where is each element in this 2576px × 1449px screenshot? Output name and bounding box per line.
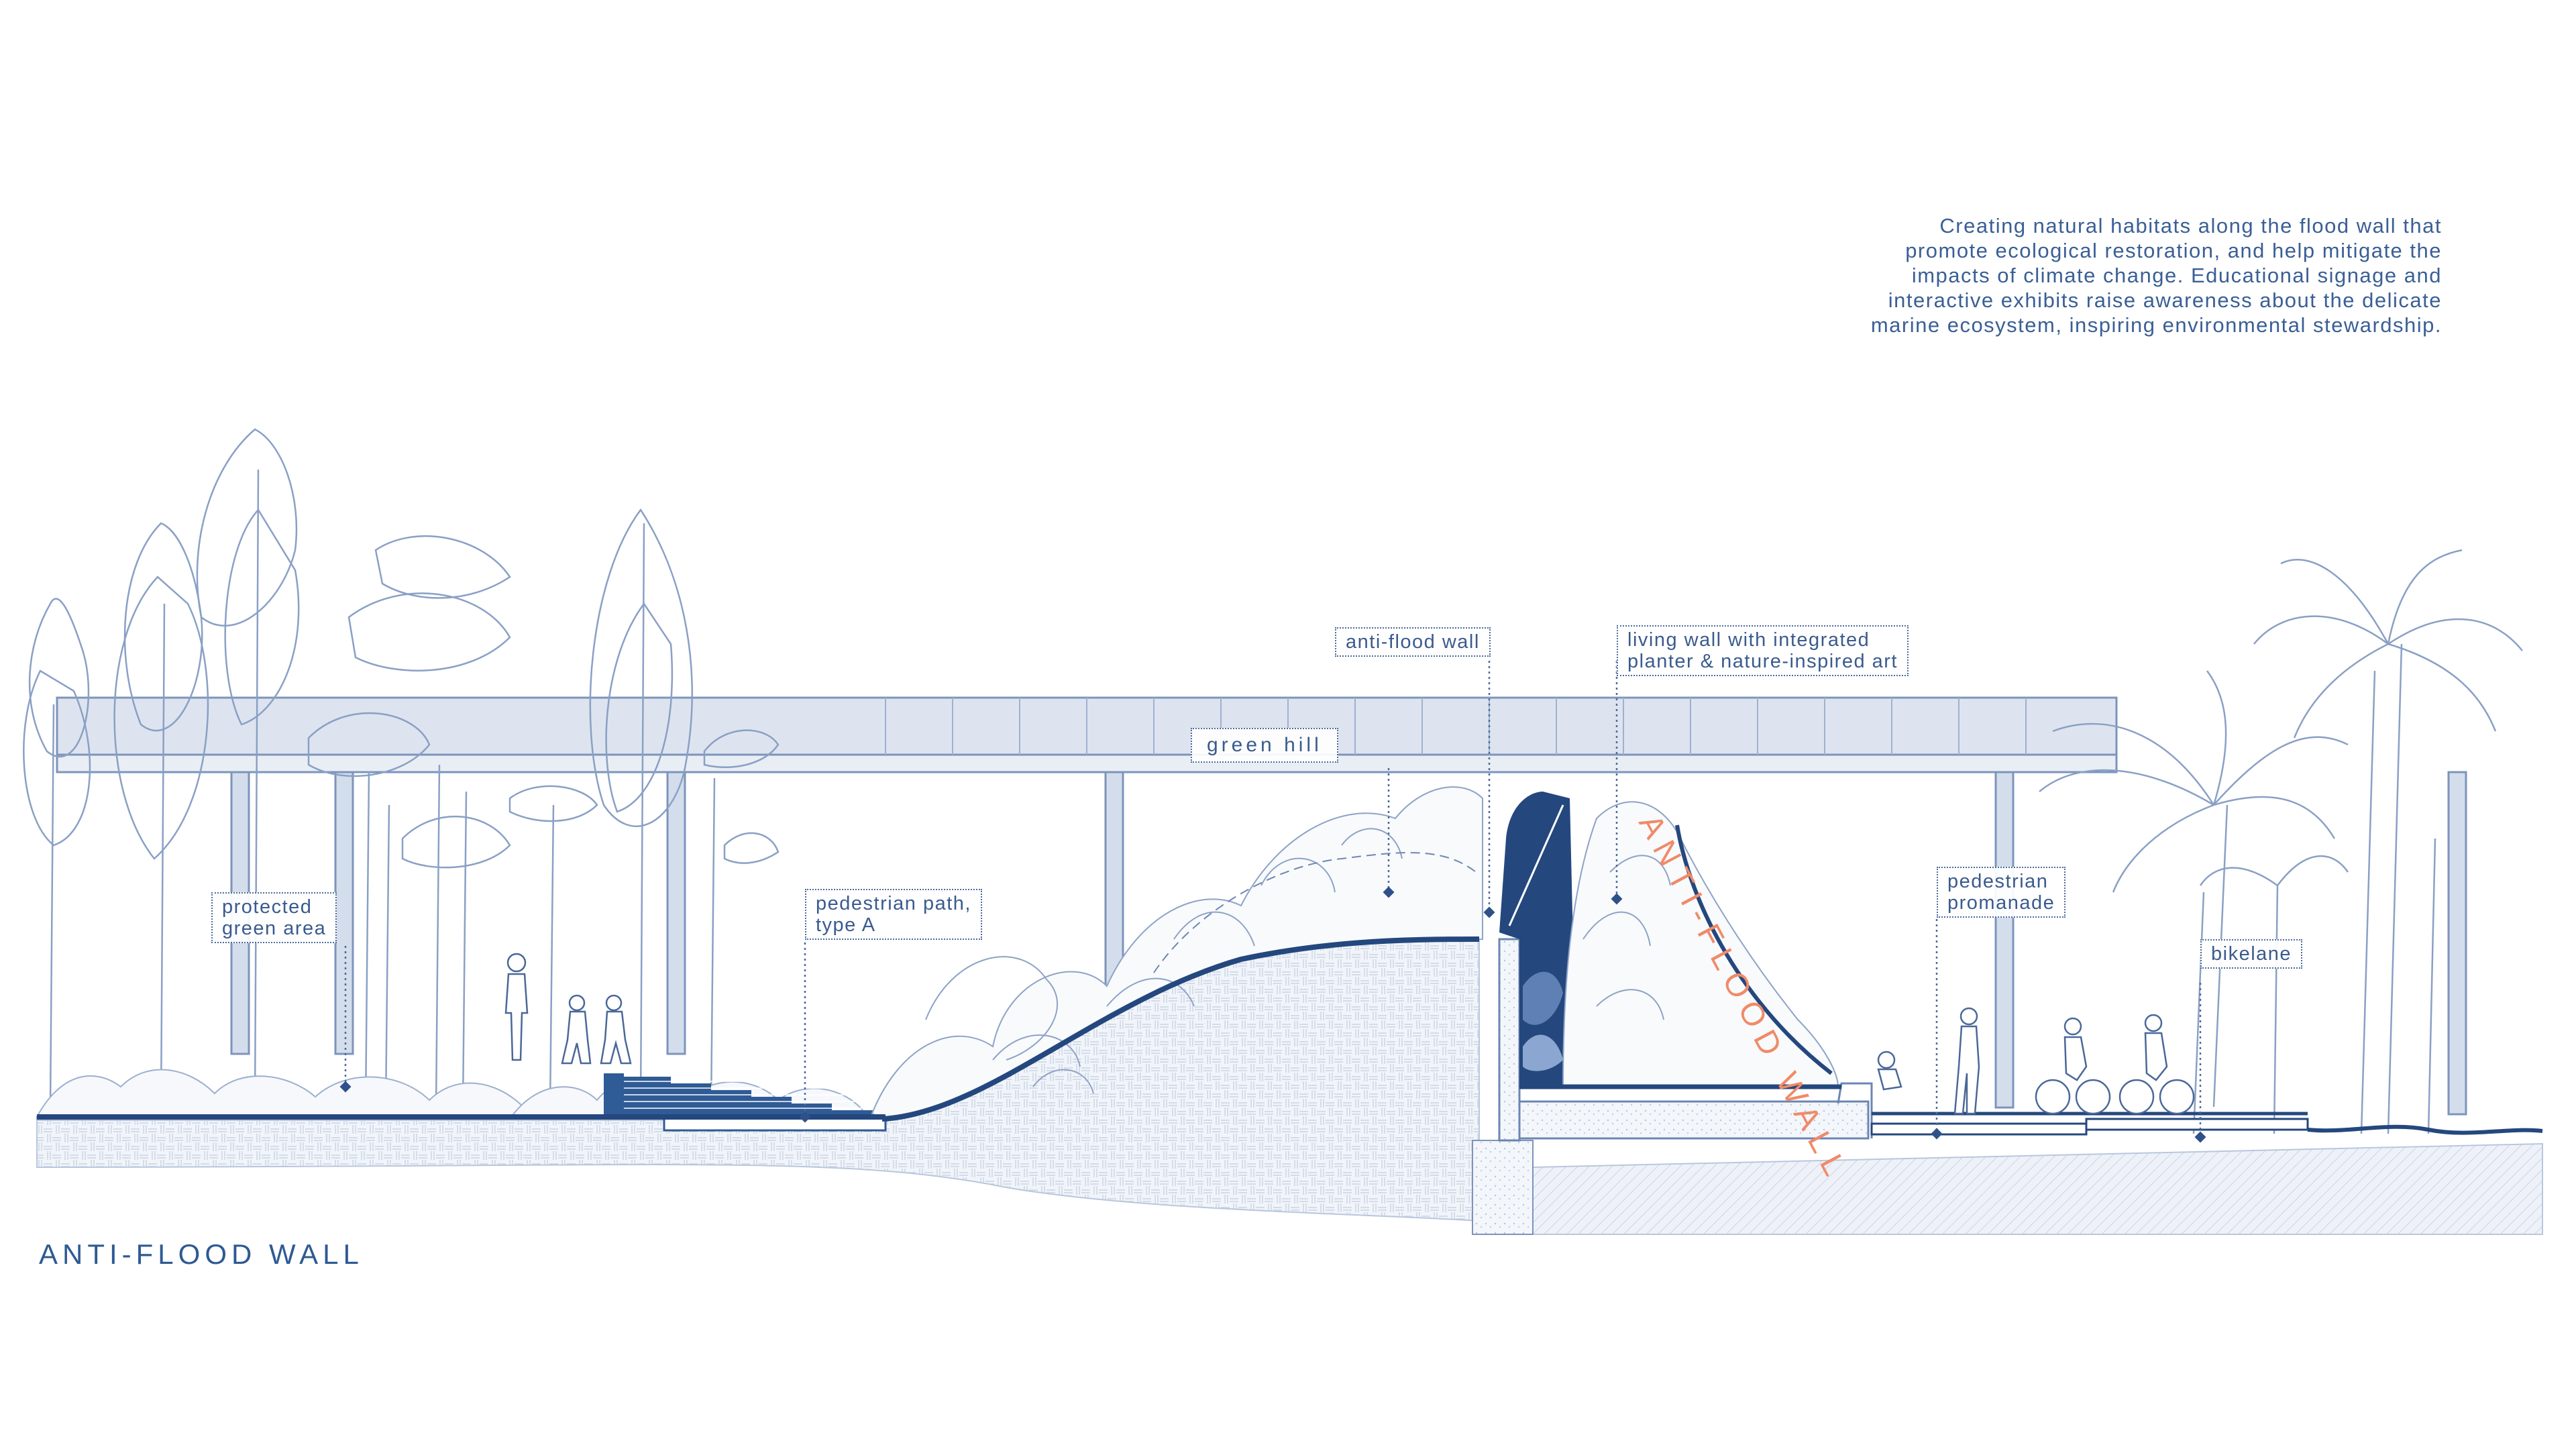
curved-wall-edge [1675,824,1833,1075]
label-living-wall: living wall with integrated planter & na… [1617,625,1909,676]
label-bikelane: bikelane [2200,939,2303,969]
description-line: marine ecosystem, inspiring environmenta… [1870,313,2442,337]
leader-lines [344,661,2202,1137]
elevated-highway [56,696,2467,1116]
description-line: promote ecological restoration, and help… [1905,239,2442,262]
hill-profile-line [881,936,1480,1122]
label-pedestrian-promenade: pedestrian promanade [1937,867,2066,918]
label-line: protected [222,896,313,918]
label-green-hill: green hill [1191,728,1338,763]
anti-flood-wall-panel [1499,792,1576,1087]
label-line: bikelane [2211,943,2292,965]
label-anti-flood-wall: anti-flood wall [1335,627,1491,657]
stair-steps [604,1073,887,1132]
label-line: anti-flood wall [1346,631,1480,653]
forest-trees [23,428,780,1108]
label-pedestrian-path: pedestrian path, type A [805,889,982,940]
label-line: green hill [1207,734,1322,756]
ground-foundation [36,938,2543,1235]
description-line: Creating natural habitats along the floo… [1939,214,2442,237]
leader-dots [339,886,2206,1143]
label-line: pedestrian path, [816,893,971,914]
label-line: pedestrian [1947,871,2049,892]
label-line: living wall with integrated [1627,629,1870,651]
description-line: impacts of climate change. Educational s… [1911,264,2442,287]
label-line: type A [816,914,876,936]
label-line: promanade [1947,892,2055,914]
section-title: ANTI-FLOOD WALL [39,1238,364,1270]
palm-trees [2039,549,2523,1134]
description-line: interactive exhibits raise awareness abo… [1888,288,2442,312]
people-figures [504,953,2195,1115]
label-protected-green-area: protected green area [211,892,337,943]
project-description: Creating natural habitats along the floo… [1784,213,2442,337]
label-line: green area [222,918,327,939]
promenade-surface [1870,1112,2543,1136]
label-line: planter & nature-inspired art [1627,651,1898,672]
